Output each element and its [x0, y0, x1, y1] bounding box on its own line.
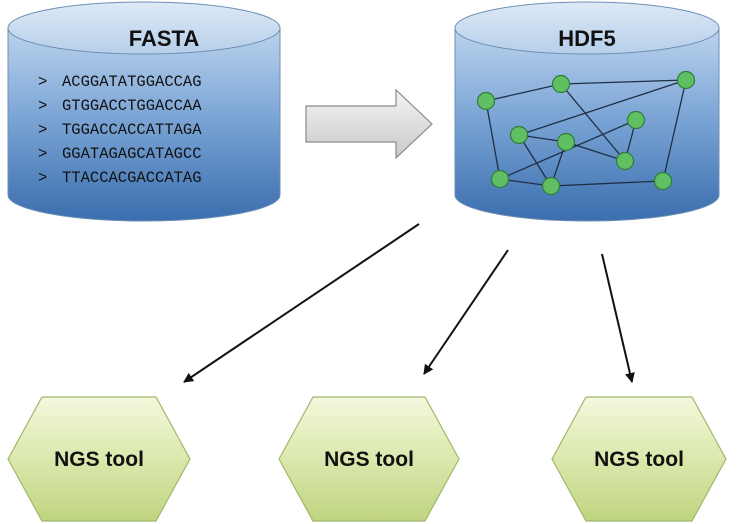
- hdf5-title: HDF5: [558, 26, 615, 51]
- graph-nodes: [476, 70, 696, 196]
- graph-node: [509, 125, 529, 145]
- graph-node: [490, 169, 510, 189]
- graph-edge: [662, 79, 687, 182]
- graph-edge: [565, 141, 626, 162]
- graph-edge: [560, 83, 626, 162]
- tool-label: NGS tool: [54, 448, 144, 471]
- graph-node: [676, 70, 696, 90]
- sequence-prompt: >: [38, 73, 47, 91]
- arrow-to-tool-3: [601, 253, 635, 383]
- sequence-text: TGGACCACCATTAGA: [62, 121, 202, 139]
- ngs-tool-1: NGS tool: [7, 396, 191, 522]
- graph-node: [615, 151, 635, 171]
- tool-hexagon: [7, 396, 191, 522]
- sequence-text: GGATAGAGCATAGCC: [62, 145, 202, 163]
- graph-edge: [485, 100, 501, 180]
- graph-node: [476, 91, 496, 111]
- fasta-cylinder: FASTA > ACGGATATGGACCAG > GTGGACCTGGACCA…: [7, 1, 281, 222]
- sequence-prompt: >: [38, 121, 47, 139]
- arrow-to-tool-2: [423, 249, 509, 375]
- distribution-arrows: [183, 223, 635, 383]
- graph-node: [541, 176, 561, 196]
- graph-node: [626, 110, 646, 130]
- sequence-prompt: >: [38, 169, 47, 187]
- ngs-tool-2: NGS tool: [278, 396, 460, 522]
- sequence-text: TTACCACGACCATAG: [62, 169, 202, 187]
- fasta-cylinder-body: [7, 27, 281, 222]
- tool-hexagon: [551, 396, 727, 522]
- tool-label: NGS tool: [594, 448, 684, 471]
- hdf5-cylinder-body: [454, 27, 720, 222]
- sequence-text: GTGGACCTGGACCAA: [62, 97, 202, 115]
- graph-node: [551, 74, 571, 94]
- arrow-to-tool-1: [183, 223, 420, 383]
- sequence-text: ACGGATATGGACCAG: [62, 73, 202, 91]
- graph-edge: [518, 79, 687, 136]
- hdf5-cylinder: HDF5: [454, 1, 720, 222]
- conversion-arrow: [305, 88, 433, 160]
- fasta-title: FASTA: [129, 26, 200, 51]
- sequence-prompt: >: [38, 145, 47, 163]
- graph-edge: [560, 79, 687, 85]
- fasta-cylinder-top: [7, 1, 281, 55]
- sequence-prompt: >: [38, 97, 47, 115]
- graph-edge: [485, 83, 562, 102]
- tool-hexagon: [278, 396, 460, 522]
- graph-edge: [550, 180, 664, 187]
- tool-label: NGS tool: [324, 448, 414, 471]
- hdf5-cylinder-top: [454, 1, 720, 55]
- ngs-tool-3: NGS tool: [551, 396, 727, 522]
- fasta-sequence-list: > ACGGATATGGACCAG > GTGGACCTGGACCAA > TG…: [38, 73, 202, 187]
- graph-edge: [518, 134, 552, 187]
- graph-node: [556, 132, 576, 152]
- graph-node: [653, 171, 673, 191]
